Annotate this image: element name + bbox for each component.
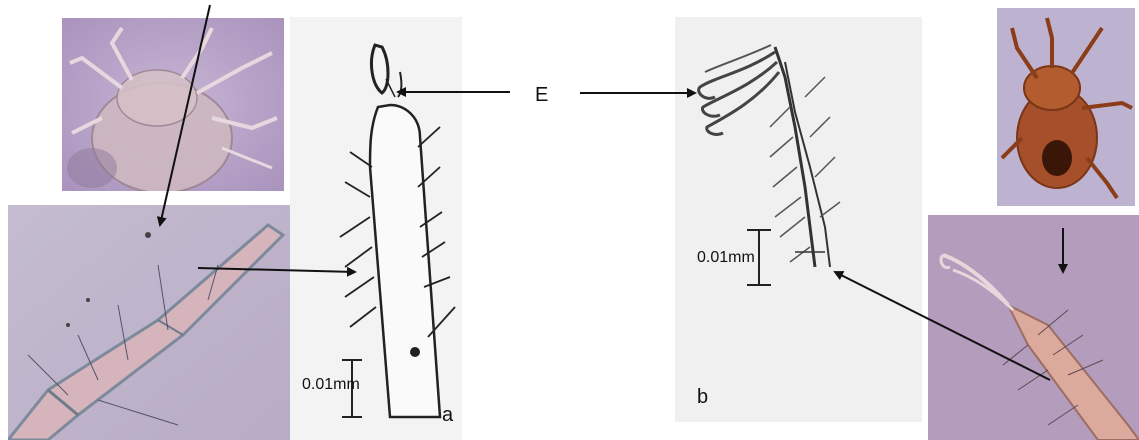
whole-mite-image (62, 18, 284, 191)
brown-mite-image (997, 8, 1135, 206)
structure-label-E: E (535, 84, 548, 107)
leg-micrograph-left (8, 205, 291, 440)
claw-drawing-b (675, 17, 922, 422)
claw-micrograph-right (928, 215, 1139, 440)
leg-micrograph-image (8, 205, 291, 440)
whole-mite-micrograph-left (62, 18, 284, 191)
panel-label-a: a (442, 404, 453, 427)
claw-drawing-image (675, 17, 922, 422)
claw-micrograph-image (928, 215, 1139, 440)
panel-label-b: b (697, 386, 708, 409)
whole-mite-micrograph-right (997, 8, 1135, 206)
scale-label-a: 0.01mm (302, 376, 360, 394)
scale-label-b: 0.01mm (697, 249, 755, 267)
